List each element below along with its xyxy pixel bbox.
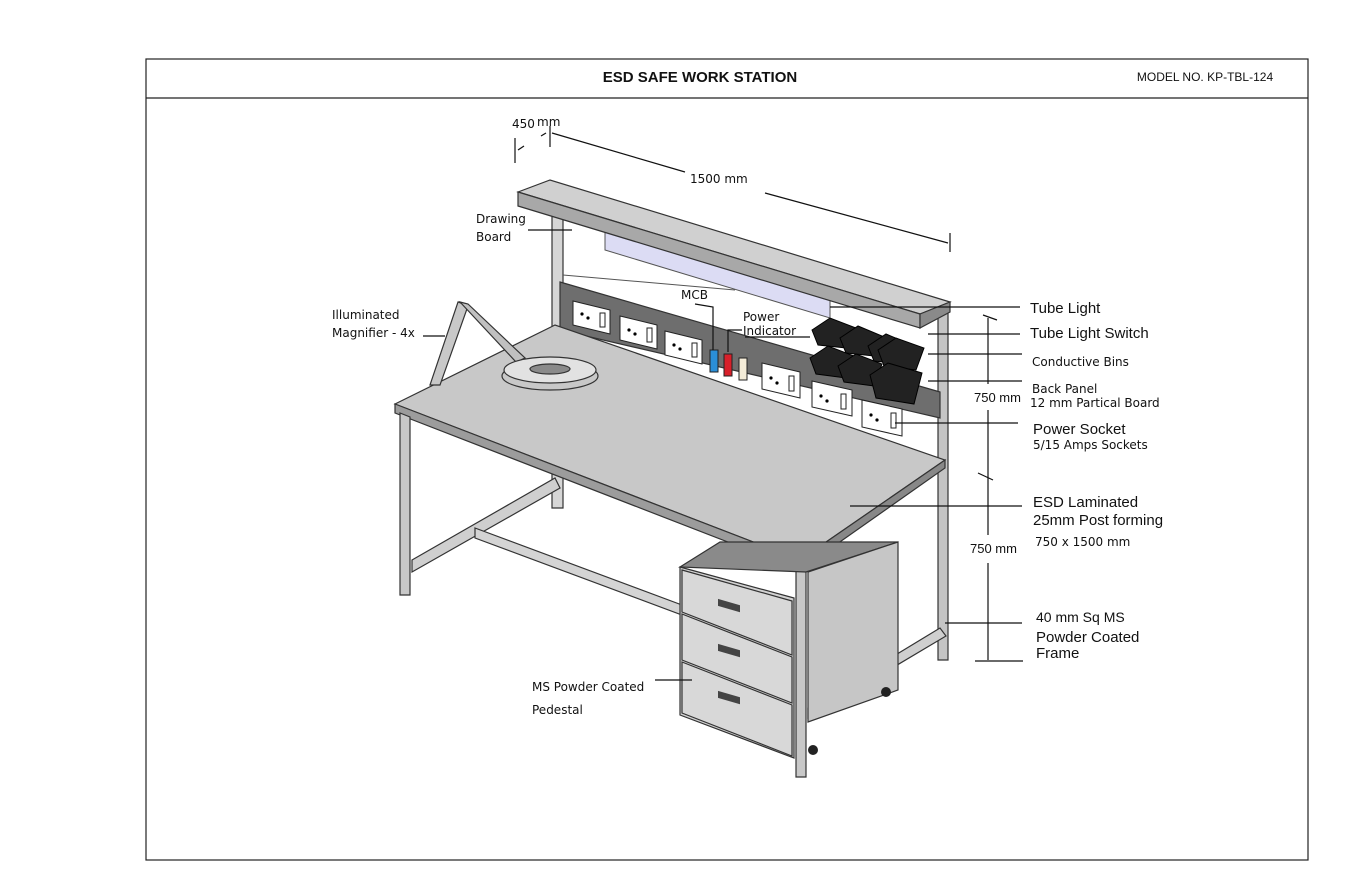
drawer-handle (718, 690, 740, 705)
drawer-handle (718, 598, 740, 613)
label-back-panel: Back Panel (1032, 382, 1097, 396)
depth-dimension-value: 450 (512, 117, 535, 131)
label-pedestal: MS Powder Coated (532, 680, 644, 694)
upper-height-dimension: 750 mm (974, 390, 1021, 405)
power-indicator (738, 357, 748, 381)
label-magnifier: Illuminated (332, 308, 400, 322)
label-mcb: MCB (681, 288, 708, 302)
label-tube-light-switch: Tube Light Switch (1030, 325, 1149, 342)
power-socket (761, 362, 801, 399)
power-sockets (572, 300, 903, 437)
caster-wheel (881, 687, 891, 697)
power-indicator-red (723, 353, 733, 377)
label-power-socket: Power Socket (1033, 421, 1126, 438)
label-esd-laminated: ESD Laminated (1033, 494, 1138, 511)
label-drawing-board: Drawing (476, 212, 526, 226)
conductive-bins (809, 317, 925, 405)
power-socket (572, 300, 611, 335)
label-power-indicator: Indicator (743, 324, 796, 338)
top-shelf (516, 179, 952, 329)
drawer-handle (718, 643, 740, 658)
model-number: MODEL NO. KP-TBL-124 (1137, 70, 1274, 84)
leader-lines (423, 229, 1022, 681)
drawer (681, 613, 793, 704)
label-power-indicator: Power (743, 310, 779, 324)
label-tube-light: Tube Light (1030, 300, 1101, 317)
caster-wheel (808, 745, 818, 755)
label-frame: Powder Coated (1036, 629, 1139, 646)
mcb-switch (709, 349, 719, 373)
drawer (681, 569, 793, 656)
label-conductive-bins: Conductive Bins (1032, 355, 1129, 369)
label-frame: 40 mm Sq MS (1036, 609, 1125, 625)
label-drawing-board: Board (476, 230, 511, 244)
label-pedestal: Pedestal (532, 703, 583, 717)
width-dimension: 1500 mm (690, 172, 748, 186)
label-back-panel: 12 mm Partical Board (1030, 396, 1160, 410)
label-esd-laminated: 750 x 1500 mm (1035, 535, 1130, 549)
power-socket (811, 380, 853, 417)
depth-dimension-unit: mm (537, 115, 560, 129)
frame-legs (399, 412, 807, 778)
label-power-socket: 5/15 Amps Sockets (1033, 438, 1148, 452)
power-socket (664, 330, 703, 365)
drawing-border (145, 58, 1309, 861)
drawer (681, 661, 793, 757)
power-socket (861, 399, 903, 437)
illuminated-magnifier (429, 300, 599, 391)
label-frame: Frame (1036, 645, 1079, 662)
label-magnifier: Magnifier - 4x (332, 326, 415, 340)
lower-height-dimension: 750 mm (970, 541, 1017, 556)
dimension-lines (514, 126, 1023, 662)
pedestal (678, 541, 899, 759)
label-esd-laminated: 25mm Post forming (1033, 512, 1163, 529)
diagram-title: ESD SAFE WORK STATION (603, 69, 797, 86)
power-socket (619, 315, 658, 350)
